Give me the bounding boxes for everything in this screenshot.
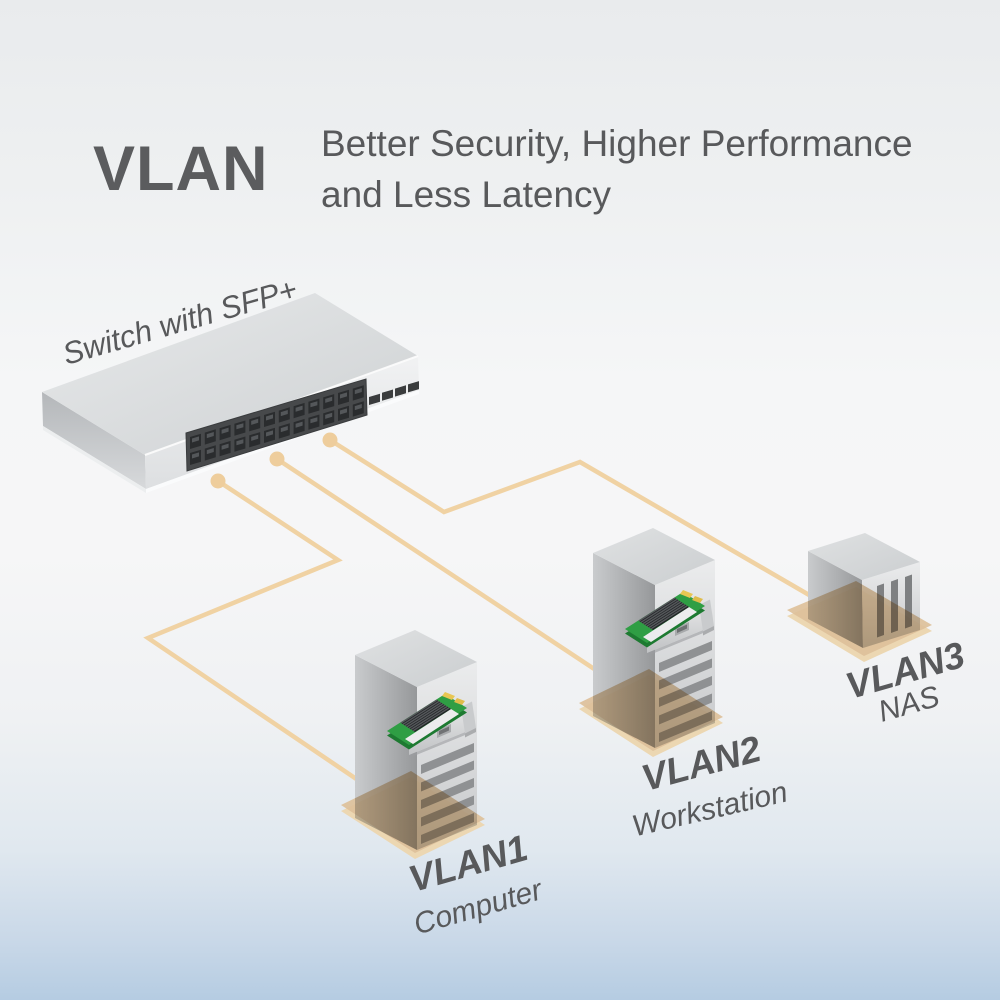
port-icon <box>206 432 214 439</box>
port-icon <box>236 423 244 430</box>
port-icon <box>354 404 362 411</box>
rj45-ports-icon <box>190 385 364 465</box>
port-dot <box>322 432 338 448</box>
port-icon <box>221 443 229 450</box>
port-dot <box>210 473 226 489</box>
port-icon <box>221 427 229 434</box>
port-icon <box>192 452 199 459</box>
port-icon <box>369 393 380 405</box>
port-icon <box>340 408 347 415</box>
sfp-ports-icon <box>369 381 419 405</box>
cable-vlan1 <box>143 479 382 797</box>
cable-vlan2 <box>275 457 634 696</box>
port-dot <box>269 451 285 467</box>
page-subtitle: Better Security, Higher Performance and … <box>321 118 913 220</box>
port-icon <box>280 426 288 433</box>
port-icon <box>325 396 333 403</box>
subtitle-line-1: Better Security, Higher Performance <box>321 123 913 164</box>
port-icon <box>280 410 288 417</box>
port-icon <box>206 448 214 455</box>
switch-illustration <box>42 293 419 493</box>
subtitle-line-2: and Less Latency <box>321 174 612 215</box>
port-icon <box>295 405 303 412</box>
port-icon <box>266 414 273 421</box>
cable-vlan3 <box>328 438 837 612</box>
port-icon <box>408 381 419 393</box>
port-icon <box>192 436 199 443</box>
cables <box>143 438 837 797</box>
port-icon <box>395 385 406 397</box>
port-icon <box>325 412 333 419</box>
port-panel <box>185 378 368 472</box>
port-icon <box>340 392 347 399</box>
port-icon <box>354 388 362 395</box>
port-icon <box>310 417 318 424</box>
port-icon <box>382 389 393 401</box>
port-icon <box>310 401 318 408</box>
port-icon <box>236 439 244 446</box>
port-icon <box>251 434 259 441</box>
port-icon <box>295 421 303 428</box>
page-title: VLAN <box>93 134 269 204</box>
port-icon <box>251 418 259 425</box>
port-dots <box>210 432 338 489</box>
port-icon <box>266 430 273 437</box>
